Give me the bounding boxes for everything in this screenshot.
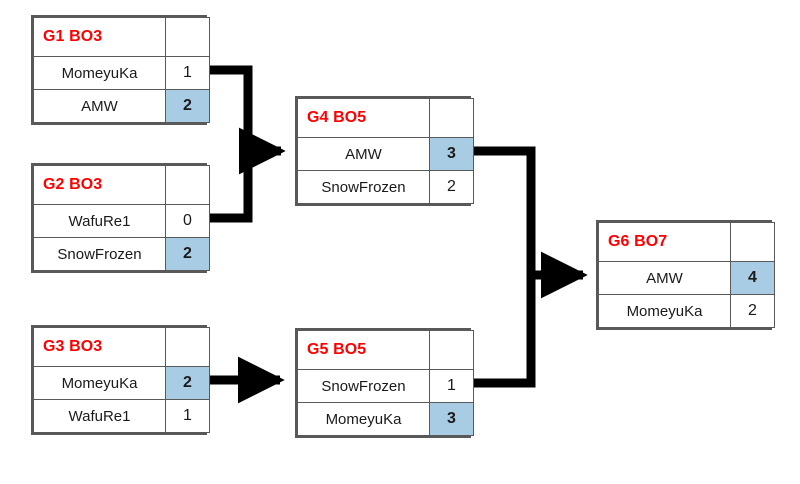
match-title-blank — [165, 17, 210, 57]
match-title-blank — [730, 222, 775, 262]
connector-g1-g2-to-g4 — [205, 65, 286, 223]
player-name: AMW — [598, 261, 731, 295]
player-score-winner: 3 — [429, 137, 474, 171]
player-name: AMW — [297, 137, 430, 171]
table-row[interactable]: SnowFrozen 2 — [33, 237, 210, 271]
player-score-winner: 2 — [165, 237, 210, 271]
match-g1[interactable]: G1 BO3 MomeyuKa 1 AMW 2 — [31, 15, 210, 125]
match-title-blank — [165, 165, 210, 205]
table-row[interactable]: WafuRe1 0 — [33, 204, 210, 238]
player-score: 1 — [165, 399, 210, 433]
player-name: WafuRe1 — [33, 399, 166, 433]
match-g5[interactable]: G5 BO5 SnowFrozen 1 MomeyuKa 3 — [295, 328, 474, 438]
table-row[interactable]: SnowFrozen 1 — [297, 369, 474, 403]
match-title-row: G6 BO7 — [598, 222, 775, 262]
table-row[interactable]: WafuRe1 1 — [33, 399, 210, 433]
table-row[interactable]: MomeyuKa 2 — [33, 366, 210, 400]
player-score-winner: 3 — [429, 402, 474, 436]
player-score: 1 — [165, 56, 210, 90]
player-score: 1 — [429, 369, 474, 403]
table-row[interactable]: SnowFrozen 2 — [297, 170, 474, 204]
match-g6[interactable]: G6 BO7 AMW 4 MomeyuKa 2 — [596, 220, 775, 330]
player-name: AMW — [33, 89, 166, 123]
match-title: G6 BO7 — [598, 222, 731, 262]
player-score-winner: 2 — [165, 89, 210, 123]
table-row[interactable]: MomeyuKa 2 — [598, 294, 775, 328]
player-score-winner: 4 — [730, 261, 775, 295]
match-g2[interactable]: G2 BO3 WafuRe1 0 SnowFrozen 2 — [31, 163, 210, 273]
connector-g4-g5-to-g6 — [470, 146, 588, 388]
player-score: 2 — [429, 170, 474, 204]
match-title: G4 BO5 — [297, 98, 430, 138]
table-row[interactable]: MomeyuKa 3 — [297, 402, 474, 436]
table-row[interactable]: AMW 3 — [297, 137, 474, 171]
match-g3[interactable]: G3 BO3 MomeyuKa 2 WafuRe1 1 — [31, 325, 210, 435]
match-g4[interactable]: G4 BO5 AMW 3 SnowFrozen 2 — [295, 96, 474, 206]
player-name: MomeyuKa — [33, 366, 166, 400]
match-title-row: G5 BO5 — [297, 330, 474, 370]
table-row[interactable]: MomeyuKa 1 — [33, 56, 210, 90]
match-title-blank — [429, 98, 474, 138]
match-title-blank — [165, 327, 210, 367]
match-title-row: G2 BO3 — [33, 165, 210, 205]
match-title-row: G3 BO3 — [33, 327, 210, 367]
table-row[interactable]: AMW 4 — [598, 261, 775, 295]
player-name: MomeyuKa — [598, 294, 731, 328]
match-title: G5 BO5 — [297, 330, 430, 370]
player-score: 2 — [730, 294, 775, 328]
player-name: SnowFrozen — [297, 369, 430, 403]
match-title-row: G1 BO3 — [33, 17, 210, 57]
match-title: G3 BO3 — [33, 327, 166, 367]
player-name: WafuRe1 — [33, 204, 166, 238]
player-name: MomeyuKa — [297, 402, 430, 436]
match-title-row: G4 BO5 — [297, 98, 474, 138]
player-name: SnowFrozen — [33, 237, 166, 271]
table-row[interactable]: AMW 2 — [33, 89, 210, 123]
match-title: G1 BO3 — [33, 17, 166, 57]
match-title: G2 BO3 — [33, 165, 166, 205]
match-title-blank — [429, 330, 474, 370]
player-name: MomeyuKa — [33, 56, 166, 90]
player-name: SnowFrozen — [297, 170, 430, 204]
player-score: 0 — [165, 204, 210, 238]
player-score-winner: 2 — [165, 366, 210, 400]
